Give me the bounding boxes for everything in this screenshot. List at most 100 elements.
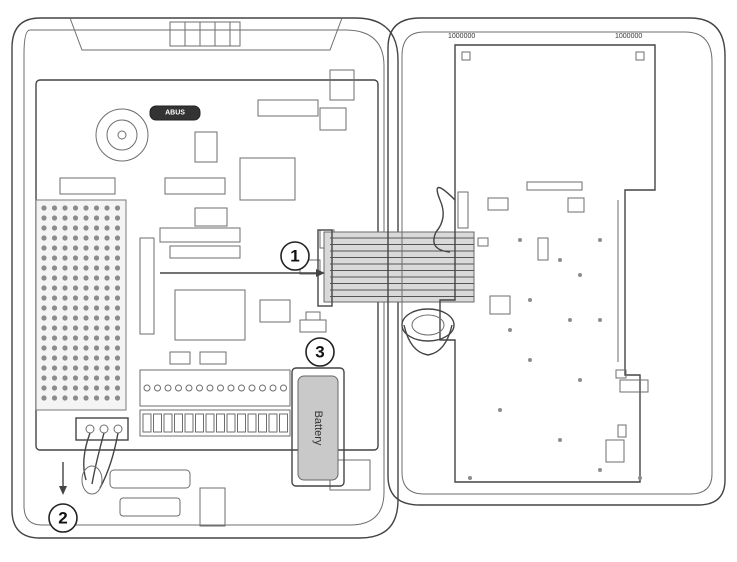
terminal-screw	[196, 384, 203, 392]
grille-hole	[114, 335, 121, 341]
battery-label: Battery	[312, 411, 324, 446]
grille-hole	[104, 245, 110, 251]
grille-hole	[51, 325, 58, 331]
front-pcb	[401, 44, 656, 483]
grille-hole	[114, 245, 121, 251]
grille-hole	[72, 255, 79, 261]
grille-hole	[104, 225, 110, 231]
grille-hole	[83, 235, 89, 241]
grille-hole	[114, 285, 121, 291]
grille-hole	[93, 355, 100, 361]
grille-hole	[83, 365, 89, 371]
grille-hole	[41, 235, 47, 241]
terminal-screw	[238, 384, 245, 392]
grille-hole	[51, 295, 58, 301]
callout-3: 3	[305, 337, 335, 367]
grille-hole	[83, 375, 89, 381]
grille-hole	[72, 335, 79, 341]
grille-hole	[72, 215, 79, 221]
grille-hole	[72, 395, 79, 401]
pcb-pad	[528, 358, 532, 362]
grille-hole	[41, 315, 47, 321]
grille-hole	[72, 325, 79, 331]
grille-hole	[104, 325, 110, 331]
grille-hole	[114, 385, 121, 391]
terminal-slot	[258, 413, 267, 433]
grille-hole	[93, 345, 100, 351]
grille-hole	[104, 385, 110, 391]
terminal-screw	[206, 384, 214, 392]
grille-hole	[83, 245, 89, 251]
grille-hole	[51, 385, 58, 391]
grille-hole	[83, 255, 89, 261]
grille-hole	[93, 395, 100, 401]
pcb-pad	[568, 318, 572, 322]
grille-hole	[62, 285, 68, 291]
cable-connector	[59, 417, 129, 495]
grille-hole	[41, 305, 47, 311]
terminal-slot	[268, 413, 278, 433]
grille-hole	[62, 315, 68, 321]
pcb-pad	[528, 298, 532, 302]
pcb-pad	[578, 273, 582, 277]
grille-hole	[83, 215, 89, 221]
grille-hole	[104, 215, 110, 221]
grille-hole	[72, 265, 79, 271]
grille-hole	[104, 365, 110, 371]
grille-hole	[41, 345, 47, 351]
grille-hole	[83, 345, 89, 351]
grille-hole	[93, 375, 100, 381]
grille-hole	[93, 235, 100, 241]
grille-hole	[72, 345, 79, 351]
grille-hole	[114, 225, 121, 231]
pcb-pad	[598, 238, 602, 242]
terminal-screw	[143, 384, 151, 392]
grille-hole	[62, 365, 68, 371]
grille-hole	[83, 205, 89, 211]
grille-hole	[104, 375, 110, 381]
grille-hole	[93, 365, 100, 371]
grille-hole	[83, 395, 89, 401]
grille-hole	[114, 355, 121, 361]
grille-hole	[41, 255, 47, 261]
grille-hole	[114, 265, 121, 271]
pcb-pad	[558, 258, 562, 262]
terminal-screw	[259, 384, 266, 392]
grille-hole	[114, 365, 121, 371]
terminal-slot	[163, 413, 173, 433]
grille-hole	[114, 215, 121, 221]
grille-hole	[114, 295, 121, 301]
grille-hole	[83, 225, 89, 231]
grille-hole	[93, 225, 100, 231]
grille-hole	[83, 335, 89, 341]
grille-hole	[51, 235, 58, 241]
terminal-slot	[142, 413, 152, 433]
terminal-screw	[175, 384, 182, 392]
grille-hole	[93, 335, 100, 341]
callout-3-number: 3	[315, 343, 324, 362]
terminal-blocks	[142, 384, 288, 433]
grille-hole	[62, 335, 68, 341]
grille-hole	[51, 365, 58, 371]
brand-badge-text: ABUS	[165, 110, 185, 117]
pcb-pad	[518, 238, 522, 242]
header-label-left: 1000000	[448, 33, 475, 40]
terminal-screw	[217, 384, 224, 392]
grille-hole	[83, 355, 89, 361]
grille-hole	[104, 255, 110, 261]
grille-hole	[41, 385, 47, 391]
grille-hole	[51, 225, 58, 231]
grille-hole	[41, 335, 47, 341]
terminal-screw	[164, 384, 172, 392]
grille-hole	[114, 255, 121, 261]
pcb-pads	[468, 238, 642, 480]
grille-hole	[83, 295, 89, 301]
grille-hole	[72, 235, 79, 241]
grille-hole	[83, 385, 89, 391]
terminal-slot	[279, 413, 288, 433]
grille-hole	[41, 275, 47, 281]
grille-hole	[114, 395, 121, 401]
pcb-pad	[498, 408, 502, 412]
callout-2: 2	[48, 503, 78, 533]
